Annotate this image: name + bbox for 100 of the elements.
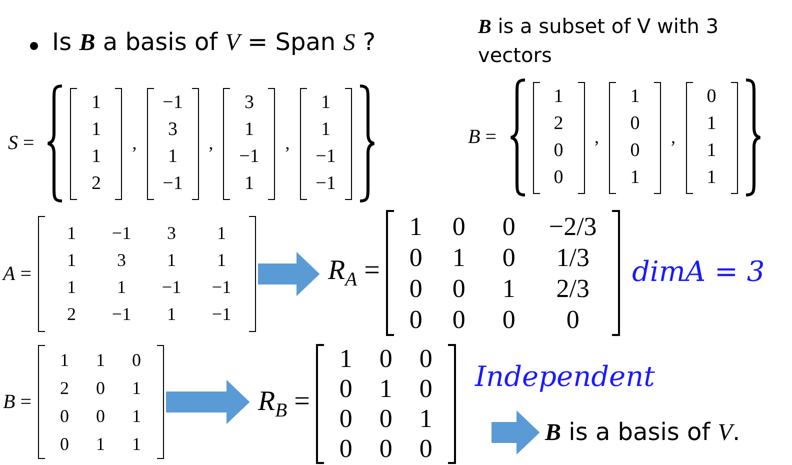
matrix-entry: 1 <box>131 432 142 456</box>
vector-entry: 1 <box>552 85 564 109</box>
matrix-entry: 3 <box>166 222 177 245</box>
vector-entry: 1 <box>90 145 102 169</box>
vector-entry: −1 <box>314 145 337 169</box>
block-arrow <box>258 252 320 296</box>
matrix-entry: 1 <box>66 276 77 299</box>
vector-entry: −1 <box>162 172 184 196</box>
matrix-entry: 0 <box>59 432 70 456</box>
vector-entry: 0 <box>552 139 564 163</box>
matrix-entry: 0 <box>338 374 354 404</box>
matrix-entry: 2 <box>59 376 70 400</box>
matrix-entry: 1 <box>216 222 227 245</box>
matrix-entry: 2/3 <box>555 273 590 304</box>
comma: , <box>132 133 137 154</box>
matrix-entry: −1 <box>110 222 132 245</box>
matrix-entry: 1 <box>378 374 394 404</box>
matrix-entry: 0 <box>131 348 142 372</box>
matrix-entry: 1 <box>451 242 466 273</box>
matrix-entry: 0 <box>338 434 354 464</box>
matrix-entry: 0 <box>95 404 106 428</box>
vector-entry: 1 <box>320 118 332 142</box>
set-name: B = <box>467 126 496 149</box>
matrix-entry: −2/3 <box>548 211 598 242</box>
matrix-entry: 1 <box>338 344 354 374</box>
vector-entry: 1 <box>167 145 179 169</box>
vector-entry: 0 <box>552 166 564 190</box>
matrix-entry: 0 <box>378 434 394 464</box>
vector-entry: −1 <box>314 172 337 196</box>
matrix-entry: 1 <box>95 432 106 456</box>
vector-entry: 2 <box>552 112 564 136</box>
vector-entry: −1 <box>238 145 260 169</box>
matrix-entry: 0 <box>451 211 466 242</box>
vector-entry: 3 <box>244 91 256 115</box>
matrix-entry: 1 <box>166 249 177 272</box>
matrix-entry: 0 <box>418 374 434 404</box>
comma: , <box>285 133 290 154</box>
vector-entry: 1 <box>706 139 718 163</box>
matrix-entry: 3 <box>116 249 127 272</box>
matrix-entry: 0 <box>451 273 466 304</box>
matrix-entry: 1/3 <box>555 242 590 273</box>
matrix-entry: 0 <box>418 344 434 374</box>
vector-entry: 1 <box>90 118 102 142</box>
matrix-entry: 0 <box>95 376 106 400</box>
vector-entry: 1 <box>244 172 256 196</box>
vector-entry: 1 <box>244 118 256 142</box>
question: Is B a basis of V = Span S ? <box>52 28 376 57</box>
matrix-entry: 1 <box>408 211 424 242</box>
matrix-entry: 2 <box>66 303 77 326</box>
block-arrow <box>166 380 250 424</box>
comma: , <box>208 133 214 154</box>
matrix-entry: 0 <box>338 404 354 434</box>
matrix-entry: 0 <box>378 344 394 374</box>
vector-entry: 1 <box>629 85 641 109</box>
matrix-entry: 0 <box>59 404 70 428</box>
matrix-name: A = <box>1 262 32 286</box>
comma: , <box>594 127 599 148</box>
matrix-entry: 1 <box>131 376 142 400</box>
note: B is a subset of V with 3 vectors <box>478 13 720 69</box>
matrix-entry: 1 <box>166 303 177 326</box>
vector-entry: 0 <box>629 112 641 136</box>
matrix-entry: 1 <box>131 404 142 428</box>
matrix-entry: 0 <box>408 242 424 273</box>
comma: , <box>671 127 676 148</box>
vector-entry: −1 <box>162 91 184 115</box>
matrix-entry: 0 <box>451 304 466 335</box>
matrix-entry: 1 <box>66 249 77 272</box>
block-arrow <box>492 410 540 455</box>
matrix-entry: −1 <box>210 303 232 326</box>
matrix-entry: 0 <box>418 434 434 464</box>
matrix-entry: 1 <box>116 276 127 299</box>
matrix-name: R$_{B}$ = <box>256 386 310 422</box>
matrix-entry: 1 <box>216 249 227 272</box>
matrix-entry: 1 <box>95 348 106 372</box>
matrix-entry: 0 <box>408 304 424 335</box>
matrix-name: B = <box>2 390 32 414</box>
vector-entry: 2 <box>90 172 102 196</box>
vector-entry: 0 <box>629 139 641 163</box>
matrix-entry: 1 <box>501 273 516 304</box>
dimension-result: dimA = 3 <box>632 255 765 288</box>
vector-entry: 1 <box>320 91 332 115</box>
matrix-entry: 1 <box>418 404 434 434</box>
matrix-name: R$_{A}$ = <box>326 254 380 292</box>
result-text: Independent <box>475 360 655 393</box>
matrix-entry: 0 <box>378 404 394 434</box>
matrix-entry: 1 <box>66 222 77 245</box>
matrix-entry: 0 <box>501 304 516 335</box>
matrix-entry: 0 <box>565 304 580 335</box>
matrix-entry: −1 <box>160 276 182 299</box>
matrix-entry: 0 <box>501 211 516 242</box>
vector-entry: 1 <box>706 112 718 136</box>
vector-entry: 1 <box>629 166 641 190</box>
matrix-entry: 0 <box>408 273 424 304</box>
matrix-entry: 1 <box>59 348 70 372</box>
matrix-entry: −1 <box>210 276 232 299</box>
vector-entry: 3 <box>167 118 179 142</box>
matrix-entry: 0 <box>501 242 516 273</box>
conclusion-text: B is a basis of V. <box>545 418 740 447</box>
vector-entry: 1 <box>90 91 102 115</box>
vector-entry: 0 <box>706 85 718 109</box>
